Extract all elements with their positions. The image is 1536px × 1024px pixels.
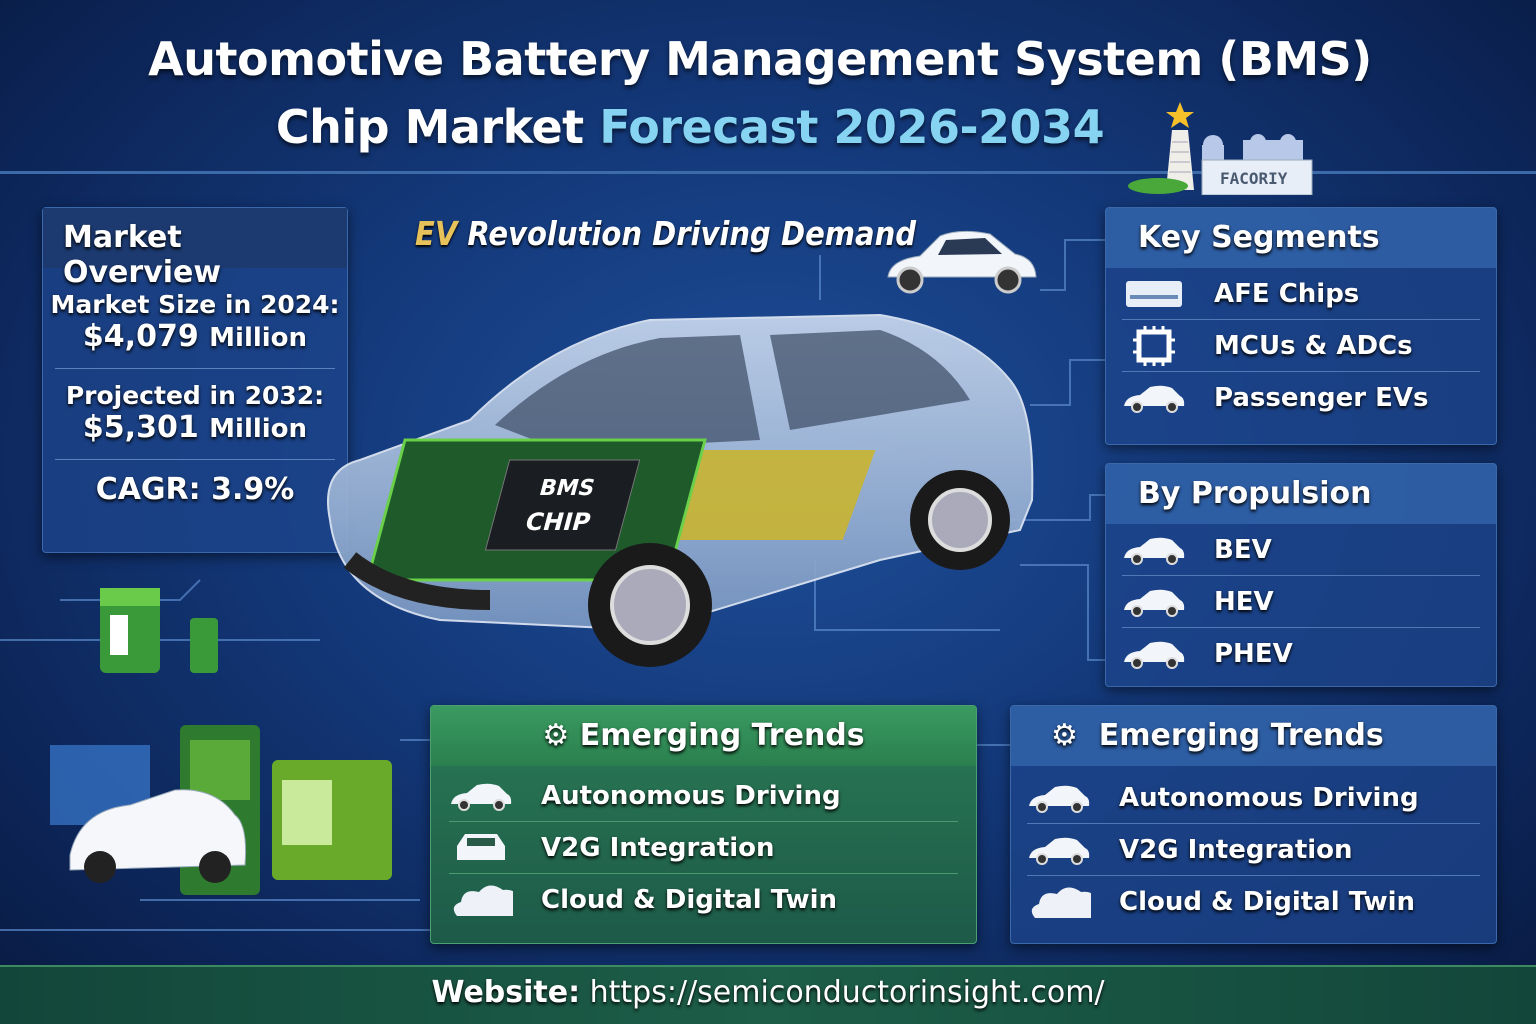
market-overview-title: Market Overview (43, 208, 347, 290)
car-icon (1122, 382, 1186, 414)
ev-charging-scene (50, 725, 392, 895)
list-item-label: Passenger EVs (1214, 383, 1429, 413)
trends-title-text: Emerging Trends (1098, 718, 1384, 753)
list-item-label: Autonomous Driving (1119, 782, 1419, 813)
car-icon (1122, 586, 1186, 618)
list-item-label: Cloud & Digital Twin (541, 885, 838, 915)
title-accent: Forecast 2026-2034 (599, 100, 1105, 154)
list-item: BEV (1122, 524, 1480, 576)
market-overview-panel: Market Overview Market Size in 2024: $4,… (42, 207, 348, 553)
projected-unit: Million (209, 414, 308, 444)
emerging-trends-title: ⚙ Emerging Trends (1011, 706, 1496, 766)
list-item-label: AFE Chips (1214, 278, 1360, 309)
list-item-label: PHEV (1214, 639, 1293, 669)
list-item: MCUs & ADCs (1122, 320, 1480, 372)
website-label: Website: (431, 975, 581, 1010)
chip-label-1: BMS (536, 475, 597, 501)
list-item-label: Cloud & Digital Twin (1119, 887, 1416, 917)
trends-title-text: Emerging Trends (579, 718, 865, 753)
list-item-label: V2G Integration (1119, 834, 1353, 865)
list-item-label: Autonomous Driving (541, 780, 841, 811)
cagr-value: CAGR: 3.9% (95, 472, 295, 507)
list-item: Passenger EVs (1122, 372, 1480, 424)
title-plain: Chip Market (275, 100, 600, 154)
list-item: Autonomous Driving (1027, 772, 1480, 824)
list-item: PHEV (1122, 628, 1480, 680)
market-size-value: $4,079 (82, 319, 199, 354)
list-item: Cloud & Digital Twin (449, 874, 958, 926)
list-item: Autonomous Driving (449, 770, 958, 822)
svg-text:FACORIY: FACORIY (1220, 169, 1288, 188)
headline-rest: Revolution Driving Demand (457, 214, 917, 253)
chip-label-2: CHIP (522, 507, 594, 535)
divider (0, 171, 1536, 174)
car-icon (1122, 638, 1186, 670)
separator (55, 459, 335, 460)
separator (55, 368, 335, 369)
key-segments-title: Key Segments (1106, 208, 1496, 268)
list-item-label: BEV (1214, 534, 1272, 565)
car-icon (449, 780, 513, 812)
list-item: V2G Integration (449, 822, 958, 874)
title-line-2: Chip Market Forecast 2026-2034 (0, 100, 1450, 154)
list-item-label: HEV (1214, 586, 1274, 617)
chip-board-icon (1122, 277, 1186, 311)
ev-word: EV (415, 214, 458, 253)
small-car-illustration (887, 230, 1037, 294)
car-icon (1027, 782, 1091, 814)
emerging-trends-title: ⚙ Emerging Trends (431, 706, 976, 766)
ev-headline: EV Revolution Driving Demand (415, 214, 916, 253)
website-link[interactable]: https://semiconductorinsight.com/ (580, 975, 1105, 1010)
car-icon (1027, 834, 1091, 866)
list-item: V2G Integration (1027, 824, 1480, 876)
market-size-unit: Million (209, 323, 308, 353)
gear-icon: ⚙ (1051, 718, 1078, 753)
car-front-icon (449, 830, 513, 866)
by-propulsion-title: By Propulsion (1106, 464, 1496, 524)
list-item: AFE Chips (1122, 268, 1480, 320)
car-icon (1122, 534, 1186, 566)
list-item-label: V2G Integration (541, 832, 775, 863)
by-propulsion-panel: By Propulsion BEV HEV PHEV (1105, 463, 1497, 687)
ev-car-illustration: BMS CHIP (327, 313, 1034, 667)
list-item: HEV (1122, 576, 1480, 628)
cloud-icon (449, 880, 513, 920)
charging-station-illustration (100, 588, 218, 673)
microchip-icon (1122, 324, 1186, 368)
footer: Website: https://semiconductorinsight.co… (0, 965, 1536, 1024)
cloud-icon (1027, 882, 1091, 922)
title-line-1: Automotive Battery Management System (BM… (148, 32, 1372, 86)
projected-label: Projected in 2032: (65, 381, 325, 410)
market-size-label: Market Size in 2024: (50, 290, 340, 319)
list-item: Cloud & Digital Twin (1027, 876, 1480, 928)
list-item-label: MCUs & ADCs (1214, 330, 1413, 361)
projected-value: $5,301 (82, 410, 199, 445)
gear-icon: ⚙ (542, 718, 570, 753)
factory-logo: FACORIY (1128, 102, 1313, 195)
